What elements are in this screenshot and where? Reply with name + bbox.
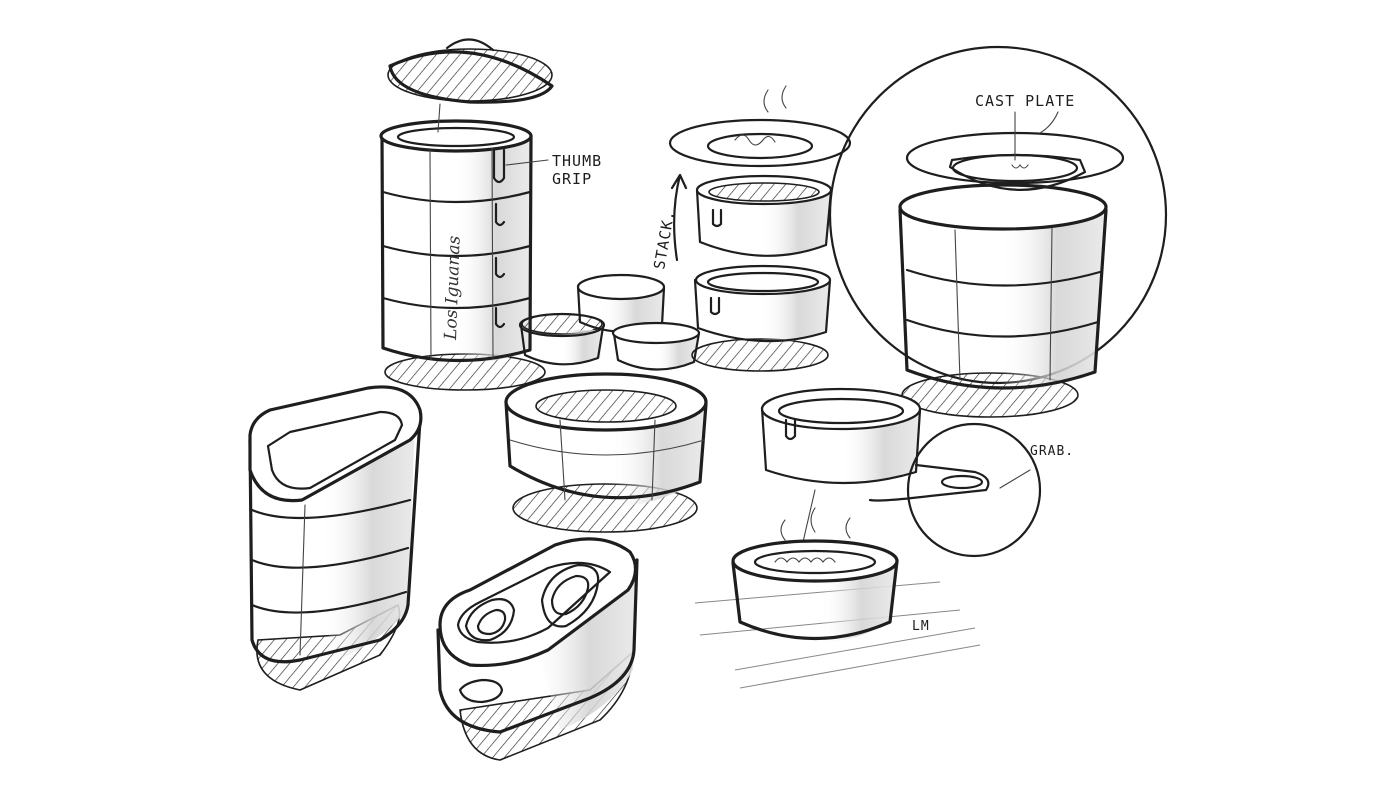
brand-lettering: Los Iguanas: [441, 235, 465, 341]
tall-tiffin-cylinder: [379, 38, 554, 391]
thumb-grip-annotation: THUMB GRIP: [505, 152, 602, 188]
bento-box: [436, 537, 639, 761]
thumb-grip-label-line2: GRIP: [552, 170, 592, 188]
cast-plate-label: CAST PLATE: [975, 92, 1075, 110]
handled-pot: [760, 387, 1042, 558]
cast-plate-tiffin-callout: [828, 45, 1168, 418]
small-bowls-cluster: [518, 273, 701, 371]
artist-signature: LM: [912, 619, 930, 634]
stacked-containers: [668, 85, 852, 372]
large-low-bowl: [504, 372, 708, 533]
tall-rectangular-container: [248, 385, 423, 691]
grab-label: GRAB.: [1030, 444, 1074, 459]
steaming-bowl: [694, 507, 981, 689]
thumb-grip-label-line1: THUMB: [552, 152, 602, 170]
